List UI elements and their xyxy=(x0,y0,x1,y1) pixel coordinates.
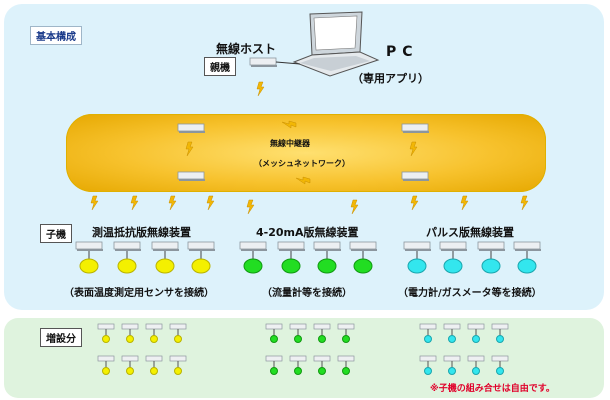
wireless-host-label: 無線ホスト xyxy=(216,42,277,56)
child-unit-label: 子機 xyxy=(40,224,72,243)
pulse-device-title: パルス版無線装置 xyxy=(426,226,514,239)
pc-label: PC xyxy=(386,44,419,60)
mesh-network-hub xyxy=(66,114,546,192)
repeater-label: 無線中継器 xyxy=(270,139,310,148)
pulse-device-note: （電力計/ガスメータ等を接続） xyxy=(398,288,542,299)
parent-unit-label: 親機 xyxy=(204,57,236,76)
basic-config-label: 基本構成 xyxy=(30,26,82,45)
rtd-device-title: 測温抵抗版無線装置 xyxy=(92,226,191,239)
combination-note: ※子機の組み合せは自由です。 xyxy=(430,384,555,394)
pc-app-label: （専用アプリ） xyxy=(352,72,429,85)
analog-device-note: （流量計等を接続） xyxy=(262,288,352,299)
expansion-label: 増設分 xyxy=(40,328,82,347)
rtd-device-note: （表面温度測定用センサを接続） xyxy=(64,288,214,299)
mesh-network-label: （メッシュネットワーク） xyxy=(254,159,350,168)
analog-device-title: 4-20mA版無線装置 xyxy=(256,226,359,239)
